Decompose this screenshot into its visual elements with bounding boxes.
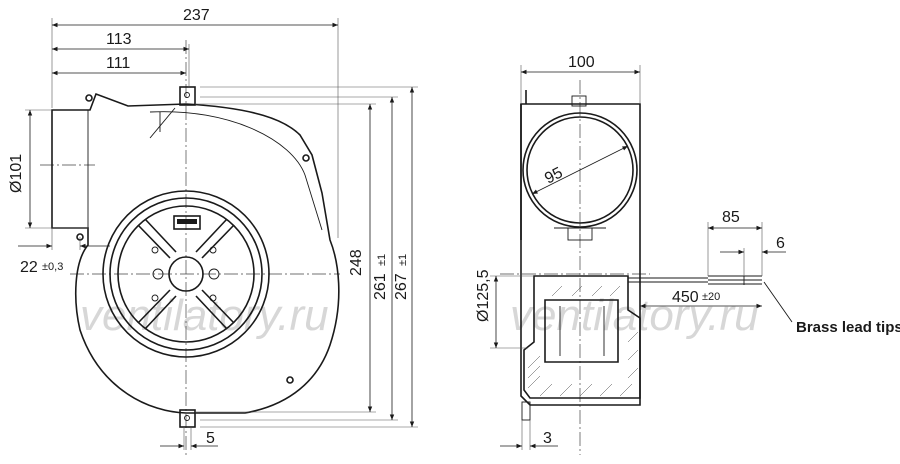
dim-lead-length: 450: [672, 289, 699, 306]
dim-inlet-dia: 95: [542, 164, 566, 187]
side-housing-outline: [520, 103, 641, 406]
inlet-spokes: [137, 218, 235, 330]
inlet-ring-outer: [522, 112, 638, 228]
inlet-mid-ring: [109, 197, 263, 351]
screw-bottom-right: [286, 376, 294, 384]
screw-top-left: [85, 94, 93, 102]
scroll-housing-outline: [51, 92, 340, 414]
rotor-screw-1: [151, 246, 159, 254]
motor-body: [544, 299, 619, 363]
rotor-screw-4: [209, 294, 217, 302]
note-leader: [763, 281, 793, 323]
bottom-mounting-tab: [179, 409, 196, 428]
dim-outlet-dia: Ø101: [8, 154, 25, 193]
lead-wires: [628, 275, 762, 285]
watermark-group: ventilatory.ru ventilatory.ru: [80, 291, 759, 340]
motor-hatching: [527, 285, 639, 397]
top-mounting-tab: [179, 86, 196, 106]
dim-tab-width: 5: [206, 430, 215, 447]
bottom-tab-hole: [184, 415, 190, 421]
rotor-screw-3: [151, 294, 159, 302]
watermark-right: ventilatory.ru: [510, 291, 759, 340]
dim-height-261-tol: ±1: [376, 254, 388, 266]
label-plate-fill: [177, 219, 197, 224]
cutoff-line: [149, 107, 176, 139]
dim-height-261: 261: [372, 273, 389, 300]
scroll-inner-line: [149, 111, 323, 231]
inlet-outer-ring: [102, 190, 270, 358]
motor-hub: [168, 256, 204, 292]
dim-width-111: 111: [106, 55, 130, 72]
dim-flange: 3: [543, 430, 552, 447]
inlet-ring-inner: [526, 116, 634, 224]
side-view: 100 95 Ø125,5 3 85 6 450 ±20 Brass lead …: [475, 54, 900, 455]
dim-hub-dia: Ø125,5: [475, 269, 492, 322]
bottom-flange: [521, 401, 531, 421]
inlet-inner-ring: [117, 205, 255, 343]
rotor-screw-2: [209, 246, 217, 254]
motor-section-outline: [523, 275, 641, 399]
top-tab-hole: [184, 92, 190, 98]
dim-lead-length-tol: ±20: [702, 291, 720, 303]
watermark-left: ventilatory.ru: [80, 291, 329, 340]
dim-lead-85: 85: [722, 209, 740, 226]
dim-offset: 22: [20, 259, 38, 276]
dim-height-248: 248: [348, 249, 365, 276]
dim-line-inlet-dia: [531, 145, 629, 195]
hub-hole-right: [208, 268, 220, 280]
dim-height-267: 267: [393, 273, 410, 300]
front-view: 237 113 111 Ø101 22 ±0,3 248 261 ±1: [8, 7, 418, 455]
brass-lead-tips-note: Brass lead tips: [796, 319, 900, 336]
dim-depth: 100: [568, 54, 595, 71]
dim-width-total: 237: [183, 7, 210, 24]
side-top-bolt: [571, 95, 587, 107]
hub-hole-left: [152, 268, 164, 280]
label-plate: [173, 215, 201, 230]
dim-offset-tol: ±0,3: [42, 261, 63, 273]
dim-width-113: 113: [106, 31, 132, 48]
dim-lead-6: 6: [776, 235, 785, 252]
dim-height-267-tol: ±1: [397, 254, 409, 266]
screw-right: [302, 154, 310, 162]
